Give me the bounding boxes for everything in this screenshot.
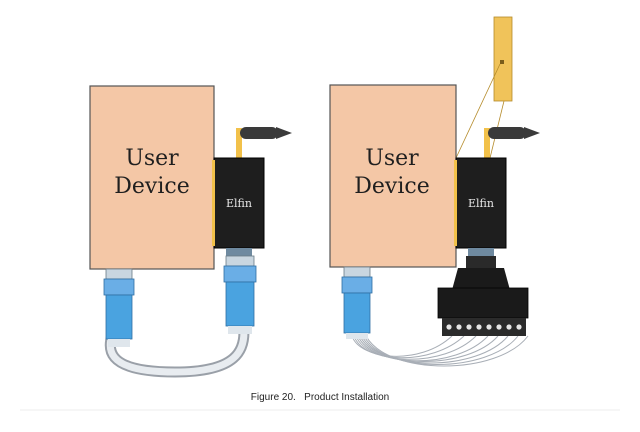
left-device-label-line2: Device [114,174,189,199]
right-installation: User Device Elfin [329,16,540,367]
right-device-label-line2: Device [354,174,429,199]
left-device-label-line1: User [125,146,179,171]
left-user-device [89,85,215,270]
left-antenna-icon [236,127,292,158]
right-device-label-line1: User [365,146,419,171]
left-module-connector [223,255,257,334]
right-user-device [329,84,457,268]
right-external-antenna-icon [455,16,513,159]
right-terminal-block-connector [437,256,529,336]
left-module-label: Elfin [226,197,252,210]
figure-caption: Figure 20. Product Installation [0,392,640,403]
figure-title: Product Installation [304,392,390,403]
left-device-connector [103,268,135,347]
figure-number: Figure 20. [250,392,296,403]
right-multi-wire-cable [351,335,529,367]
right-antenna-icon [484,127,540,158]
right-module-label: Elfin [468,197,494,210]
left-elfin-module [213,157,265,249]
left-installation: User Device Elfin [89,85,292,378]
right-device-connector [341,266,373,339]
